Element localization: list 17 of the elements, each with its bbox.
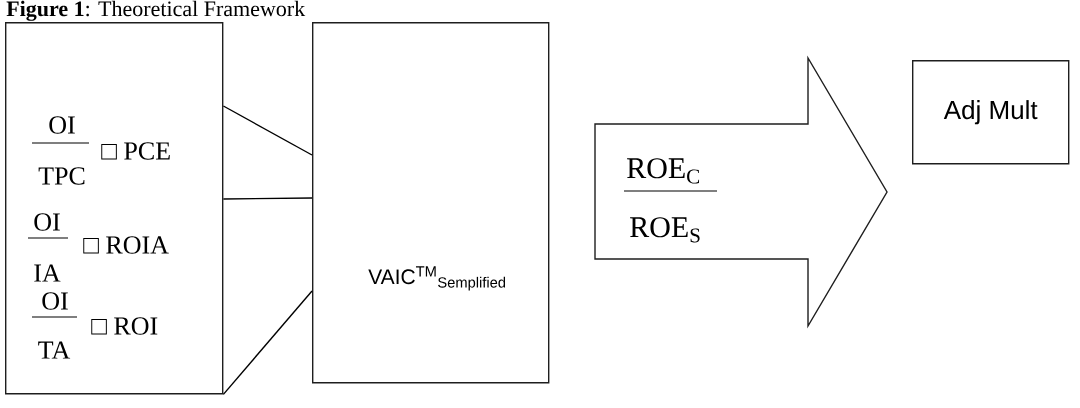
figure-title: Figure 1: Theoretical Framework xyxy=(6,0,306,21)
connector-line xyxy=(222,290,313,396)
connector-line xyxy=(222,105,313,156)
box-label: VAIC$^{TM}$Semplified xyxy=(368,266,506,291)
numerator: ROE$_{C}$ xyxy=(627,158,700,184)
numerator: OI xyxy=(42,292,68,310)
denominator: IA xyxy=(34,264,61,282)
numerator: OI xyxy=(49,116,75,134)
denominator: ROE$_{S}$ xyxy=(630,217,700,243)
ratio-label: □ ROI xyxy=(91,317,158,335)
result-box: Adj Mult xyxy=(912,60,1070,165)
ratio-label: □ PCE xyxy=(101,142,170,160)
connector-line xyxy=(222,197,313,200)
numerator: OI xyxy=(34,213,60,231)
ratio-label: □ ROIA xyxy=(83,236,169,254)
denominator: TA xyxy=(38,341,71,359)
denominator: TPC xyxy=(38,167,85,185)
